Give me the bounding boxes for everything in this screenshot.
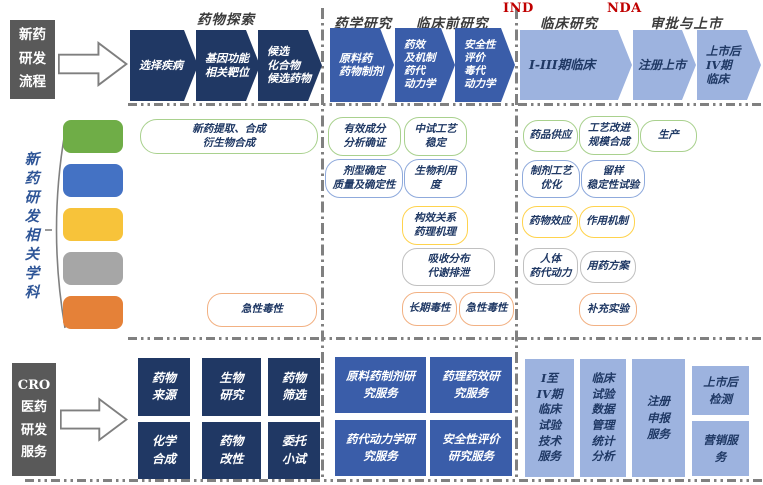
cro-box-safety-evaluation-service: 安全性评价 研究服务: [430, 420, 512, 476]
cro-flow-arrow-icon: [60, 392, 128, 447]
cro-box-drug-modification: 药物 改性: [202, 422, 261, 479]
box-formulation-optimization: 制剂工艺 优化: [522, 160, 580, 198]
legend-swatch-toxicology: [63, 296, 123, 329]
box-dosing-plan: 用药方案: [580, 251, 636, 283]
box-drug-supply: 药品供应: [523, 120, 578, 152]
box-adme: 吸收分布 代谢排泄: [402, 248, 495, 286]
cro-box-drug-source: 药物 来源: [138, 358, 190, 416]
step-registration-launch: 注册上市: [633, 30, 696, 100]
brace-icon: [44, 130, 68, 334]
box-process-improvement: 工艺改进 规模合成: [579, 116, 639, 155]
cro-box-marketing-service: 营销服 务: [692, 421, 749, 476]
phase-header-clinical: 临床研究: [540, 16, 598, 32]
box-pilot-process: 中试工艺 稳定: [404, 117, 467, 156]
divider-top-horizontal: [128, 103, 763, 106]
cro-box-pk-service: 药代动力学研 究服务: [335, 420, 426, 476]
box-supplementary-experiment: 补充实验: [579, 293, 637, 326]
step-select-disease: 选择疾病: [130, 30, 198, 101]
divider-vertical-1: [321, 8, 324, 481]
box-longterm-toxicity: 长期毒性: [402, 292, 457, 326]
box-sample-stability: 留样 稳定性试验: [581, 160, 645, 198]
cro-box-pharmacology-service: 药理药效研 究服务: [430, 357, 512, 413]
divider-vertical-2: [515, 8, 518, 481]
cro-box-drug-screening: 药物 筛选: [268, 358, 320, 416]
phase-header-discovery: 药物探索: [197, 12, 255, 28]
cro-box-clinical-trial-service: I至 IV期 临床 试验 技术 服务: [525, 359, 574, 477]
box-bioavailability: 生物利用 度: [404, 159, 467, 198]
cro-box-chemical-synthesis: 化学 合成: [138, 422, 190, 479]
legend-swatch-pharmacology: [63, 208, 123, 241]
box-action-mechanism: 作用机制: [579, 206, 635, 238]
step-candidate-compound: 候选 化合物 候选药物: [258, 30, 322, 101]
disciplines-side-label: 新 药 研 发 相 关 学 科: [24, 151, 40, 301]
step-gene-target: 基因功能 相关靶位: [196, 30, 260, 101]
cro-box-biology-research: 生物 研究: [202, 358, 261, 416]
step-phase-i-iii: I-III期临床: [520, 30, 632, 100]
milestone-ind: IND: [503, 1, 534, 16]
box-dosage-form: 剂型确定 质量及确定性: [325, 159, 403, 198]
phase-header-approval: 审批与上市: [650, 16, 723, 32]
box-acute-toxicity-2: 急性毒性: [459, 292, 514, 326]
box-acute-toxicity-1: 急性毒性: [207, 293, 317, 327]
flow-arrow-icon: [58, 40, 128, 88]
step-safety-toxicology: 安全性 评价 毒代 动力学: [455, 28, 515, 102]
box-active-ingredient: 有效成分 分析确证: [328, 117, 401, 156]
step-pd-pk: 药效 及机制 药代 动力学: [395, 28, 455, 102]
cro-side-label: CRO 医药 研发 服务: [12, 363, 56, 476]
step-api-formulation: 原料药 药物制剂: [330, 28, 394, 102]
box-human-pk: 人体 药代动力: [523, 248, 578, 285]
divider-bottom-horizontal: [25, 479, 763, 482]
cro-box-api-formulation-service: 原料药制剂研 究服务: [335, 357, 426, 413]
box-production: 生产: [640, 120, 697, 152]
divider-middle-horizontal: [128, 337, 763, 340]
cro-box-post-market-monitoring: 上市后 检测: [692, 366, 749, 415]
legend-swatch-pharmaceutics: [63, 164, 123, 197]
milestone-nda: NDA: [607, 1, 642, 16]
step-post-market-phase-iv: 上市后 IV期 临床: [697, 30, 761, 100]
top-side-label: 新药 研发 流程: [10, 20, 55, 99]
cro-box-pilot-trial: 委托 小试: [268, 422, 320, 479]
legend-swatch-chemistry: [63, 120, 123, 153]
box-extraction-synthesis: 新药提取、合成 衍生物合成: [140, 119, 318, 154]
legend-swatch-pharmacokinetics: [63, 252, 123, 285]
cro-box-registration-service: 注册 申报 服务: [632, 359, 685, 477]
box-sar-mechanism: 构效关系 药理机理: [402, 206, 468, 245]
box-drug-effect: 药物效应: [522, 206, 578, 238]
cro-box-data-management-service: 临床 试验 数据 管理 统计 分析: [580, 359, 626, 477]
